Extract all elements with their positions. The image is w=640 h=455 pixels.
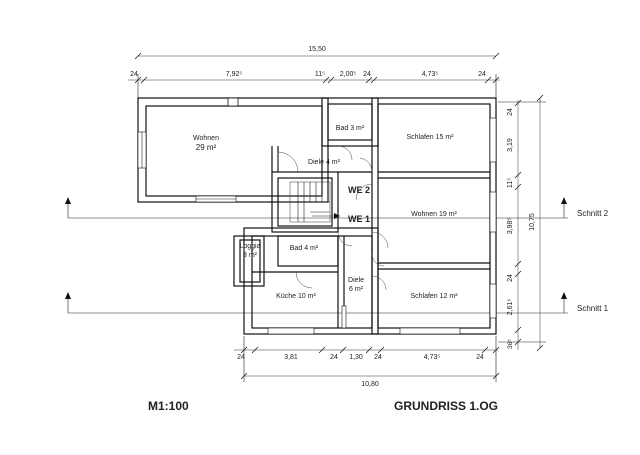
- room-bad-lower: Bad 4 m²: [290, 245, 319, 252]
- room-labels: Wohnen 29 m² Bad 3 m² Schlafen 15 m² Die…: [193, 125, 458, 300]
- dim-bottom-3: 1,30: [349, 354, 363, 361]
- section-line-2: Schnitt 2: [65, 197, 609, 219]
- dim-top-5: 4,73⁵: [422, 71, 439, 78]
- dim-right-2: 11⁵: [507, 178, 514, 188]
- dim-top-0: 24: [130, 71, 138, 78]
- unit-we2: WE 2: [348, 185, 370, 195]
- dim-right-6: 36⁵: [507, 339, 514, 349]
- drawing-title: GRUNDRISS 1.OG: [394, 399, 498, 413]
- staircase: [289, 181, 340, 223]
- unit-labels: WE 2 WE 1: [348, 185, 370, 224]
- room-diele-lower-name: Diele: [348, 277, 364, 284]
- dim-top-4: 24: [363, 71, 371, 78]
- dim-right-total: 10,75: [529, 213, 536, 231]
- dim-right-4: 24: [507, 274, 514, 282]
- unit-we1: WE 1: [348, 214, 370, 224]
- dim-right-0: 24: [507, 108, 514, 116]
- room-wohnen-area: 29 m²: [196, 143, 217, 152]
- bottom-dimension-chain: 24 3,81 24 1,30 24 4,73⁵ 24 10,80: [234, 336, 500, 388]
- schnitt-2-label: Schnitt 2: [577, 209, 609, 218]
- room-diele-upper: Diele 4 m²: [308, 159, 341, 166]
- dim-bottom-5: 4,73⁵: [424, 354, 441, 361]
- schnitt-1-label: Schnitt 1: [577, 304, 609, 313]
- room-schlafen-lower: Schlafen 12 m²: [410, 293, 458, 300]
- dim-bottom-1: 3,81: [284, 354, 298, 361]
- room-kueche: Küche 10 m²: [276, 293, 316, 300]
- dim-top-3: 2,00⁵: [340, 71, 357, 78]
- top-dimension-chain: 15,50 24 7,92⁵ 11⁵ 2,00⁵ 24 4,73⁵ 24: [128, 46, 500, 98]
- dim-top-6: 24: [478, 71, 486, 78]
- room-diele-lower-area: 6 m²: [349, 286, 364, 293]
- walls: [137, 97, 497, 335]
- dim-right-5: 2,61⁵: [507, 299, 514, 316]
- room-wohnen-name: Wohnen: [193, 135, 219, 142]
- room-loggia-area: 3 m²: [243, 252, 258, 259]
- dim-right-3: 3,98⁵: [507, 218, 514, 235]
- dim-top-1: 7,92⁵: [226, 71, 243, 78]
- dim-bottom-0: 24: [237, 354, 245, 361]
- dim-bottom-6: 24: [476, 354, 484, 361]
- door-swings: [277, 145, 389, 291]
- dim-bottom-2: 24: [330, 354, 338, 361]
- dim-bottom-total: 10,80: [361, 381, 379, 388]
- room-loggia-name: Loggia: [239, 243, 260, 250]
- right-dimension-chain: 24 3,19 11⁵ 3,98⁵ 24 2,61⁵ 36⁵ 10,75: [498, 94, 546, 352]
- scale-label: M1:100: [148, 399, 189, 413]
- room-wohnen-right: Wohnen 19 m²: [411, 211, 457, 218]
- room-bad-upper: Bad 3 m²: [336, 125, 365, 132]
- section-line-1: Schnitt 1: [65, 292, 609, 314]
- room-schlafen-upper: Schlafen 15 m²: [406, 134, 454, 141]
- dim-bottom-4: 24: [374, 354, 382, 361]
- dim-top-2: 11⁵: [315, 71, 325, 78]
- dim-right-1: 3,19: [507, 138, 514, 152]
- dim-top-total: 15,50: [308, 46, 326, 53]
